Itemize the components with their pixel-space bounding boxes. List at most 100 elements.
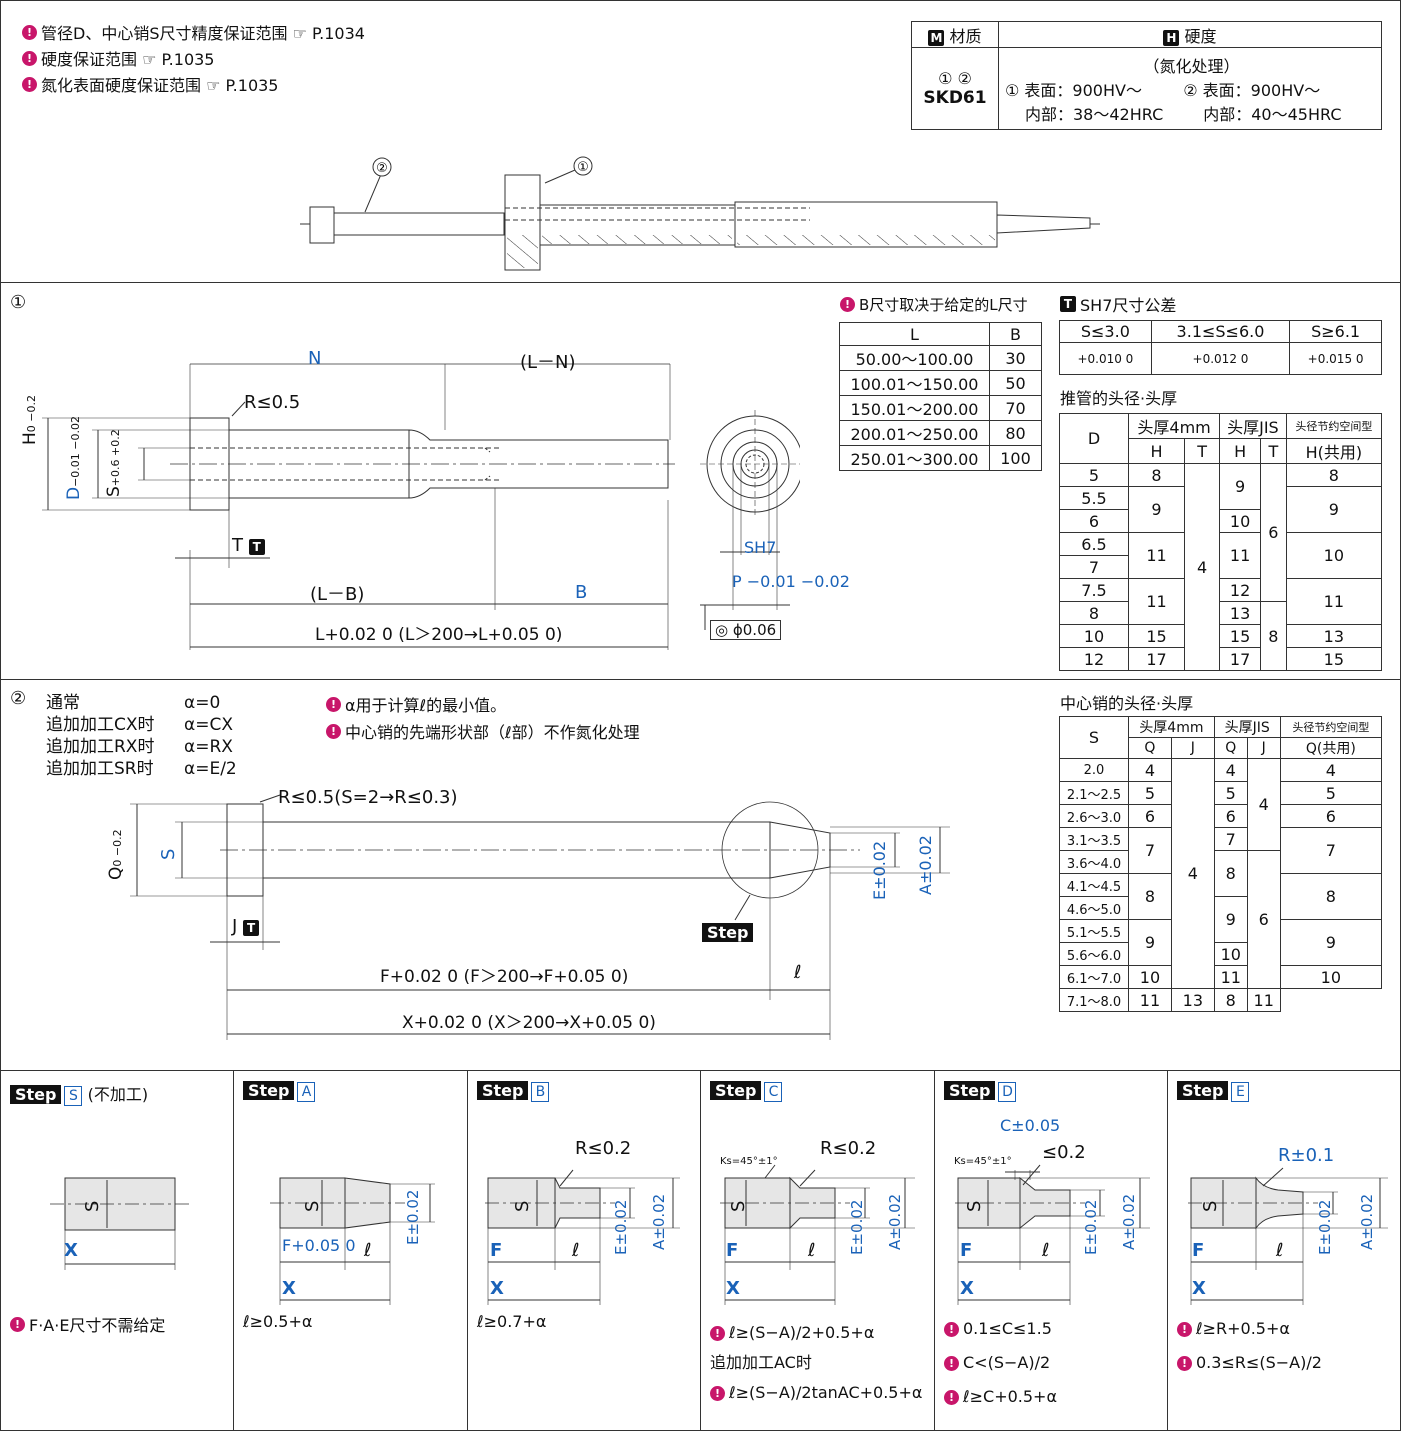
step-B-F: F [490, 1240, 503, 1261]
pin-Q4: 4 [1128, 758, 1172, 782]
step-B-R: R≤0.2 [575, 1138, 632, 1159]
head-HJ: 10 [1219, 509, 1261, 533]
step-code: D [998, 1082, 1017, 1102]
b-table-cell: 50.00～100.00 [839, 345, 990, 371]
head-D: 8 [1059, 601, 1129, 625]
step-B-note: ℓ≥0.7+α [477, 1312, 547, 1331]
head-HJ: 11 [1219, 532, 1261, 579]
pin-QJ: 6 [1213, 804, 1248, 828]
info-bulb-icon: ! [22, 50, 37, 66]
head-D: 5.5 [1059, 486, 1129, 510]
pin-dim-F: F+0.02 0 (F＞200→F+0.05 0) [380, 967, 629, 987]
pin-Q4: 7 [1128, 827, 1172, 874]
dim-T-text: T [232, 535, 243, 556]
head-D: 7 [1059, 555, 1129, 579]
note-item: !中心销的先端形状部（ℓ部）不作氮化处理 [326, 719, 640, 743]
assembly-label-1: ① [577, 160, 589, 175]
b-table-cell: 50 [989, 370, 1042, 396]
pin-S: 2.0 [1059, 758, 1129, 782]
pin-dim-E: E±0.02 [870, 840, 889, 900]
pin-Q4: 5 [1128, 781, 1172, 805]
step-C-R: R≤0.2 [820, 1138, 877, 1159]
pin-dim-l: ℓ [794, 962, 802, 983]
note-text: 氮化表面硬度保证范围 ☞ P.1035 [41, 76, 279, 95]
pin-S: 7.1～8.0 [1059, 988, 1129, 1012]
step-code: B [531, 1082, 550, 1102]
dim-SH7: SH7 [744, 538, 777, 557]
pin-table-title: 中心销的头径·头厚 [1060, 694, 1194, 713]
b-table-cell: 70 [989, 395, 1042, 421]
t-icon: T [1060, 296, 1076, 312]
head-H4: 11 [1128, 578, 1185, 625]
head-HJ: 12 [1219, 578, 1261, 602]
pin-QJ: 4 [1213, 758, 1248, 782]
b-table-cell: 80 [989, 420, 1042, 446]
pin-QJ: 9 [1213, 896, 1248, 943]
note-text: F·A·E尺寸不需给定 [29, 1316, 166, 1335]
step-B-S: S [512, 1200, 533, 1212]
note-item: !氮化表面硬度保证范围 ☞ P.1035 [22, 72, 365, 96]
dim-T: T T [232, 535, 265, 556]
step-D-A: A±0.02 [1120, 1193, 1138, 1250]
step-C-X: X [726, 1278, 740, 1299]
info-bulb-icon: ! [1177, 1321, 1192, 1337]
head-Hs: 9 [1285, 486, 1383, 533]
step-code: S [64, 1086, 83, 1106]
head-D: 5 [1059, 463, 1129, 487]
head-Hs: 15 [1285, 647, 1383, 671]
info-bulb-icon: ! [840, 297, 855, 312]
note-item: !硬度保证范围 ☞ P.1035 [22, 46, 365, 70]
head-h-T: T [1183, 438, 1221, 464]
step-C-Ks: Ks=45°±1° [720, 1156, 778, 1167]
step-A-drawing [270, 1177, 435, 1305]
assembly-label-2: ② [376, 161, 388, 176]
step-S-note: !F·A·E尺寸不需给定 [10, 1312, 165, 1336]
alpha-cond: 追加加工RX时 [46, 737, 155, 757]
dim-S-text: S [104, 486, 124, 497]
head-HJ: 15 [1219, 624, 1261, 648]
head-H4: 9 [1128, 486, 1185, 533]
b-table-h: B [989, 322, 1042, 346]
step-A-S: S [302, 1200, 323, 1212]
pin-Qs: 7 [1279, 827, 1383, 874]
head-h-4mm: 头厚4mm [1127, 413, 1221, 439]
step-D-notes: !0.1≤C≤1.5 !C<(S−A)/2 !ℓ≥C+0.5+α [944, 1312, 1057, 1414]
info-bulb-icon: ! [710, 1385, 725, 1401]
pin-dim-Q: Q0 −0.2 [106, 829, 126, 880]
pin-h-S: S [1059, 716, 1129, 759]
pin-h-4mm: 头厚4mm [1128, 716, 1215, 738]
b-table-h: L [839, 322, 990, 346]
pin-QJ: 5 [1213, 781, 1248, 805]
alpha-val: α=E/2 [184, 759, 237, 779]
pin-h-Qshare: Q(共用) [1279, 737, 1383, 759]
step-C-S: S [728, 1200, 749, 1212]
sh7-v: +0.015 0 [1289, 342, 1382, 375]
pin-table: S 头厚4mm 头厚JIS 头径节约空间型 Q J Q J Q(共用) 2.0 … [1059, 716, 1383, 1012]
pin-QJ: 13 [1170, 988, 1215, 1012]
step-B-E: E±0.02 [612, 1199, 630, 1255]
step-C-F: F [726, 1240, 739, 1261]
step-tag: Step [10, 1085, 62, 1104]
dim-N: N [308, 348, 322, 369]
step-C-notes: !ℓ≥(S−A)/2+0.5+α 追加加工AC时 !ℓ≥(S−A)/2tanAC… [710, 1318, 922, 1408]
step-divider [233, 1070, 234, 1431]
step-C-drawing [720, 1164, 915, 1305]
step-D-E: E±0.02 [1082, 1199, 1100, 1255]
step-B-l: ℓ [572, 1240, 580, 1261]
step-S-drawing [50, 1177, 190, 1270]
step-E-R: R±0.1 [1278, 1145, 1335, 1166]
step-S-S: S [82, 1200, 103, 1212]
step-E-l: ℓ [1276, 1240, 1284, 1261]
alpha-cond: 追加加工CX时 [46, 715, 155, 735]
b-table-cell: 250.01～300.00 [839, 445, 990, 471]
ejector-sleeve-drawing [42, 363, 800, 650]
note-item: !0.3≤R≤(S−A)/2 [1177, 1346, 1322, 1380]
note-text: C<(S−A)/2 [963, 1353, 1051, 1372]
hardness-2-core: 内部：40～45HRC [1203, 104, 1342, 124]
sh7-h: S≤3.0 [1059, 320, 1152, 343]
